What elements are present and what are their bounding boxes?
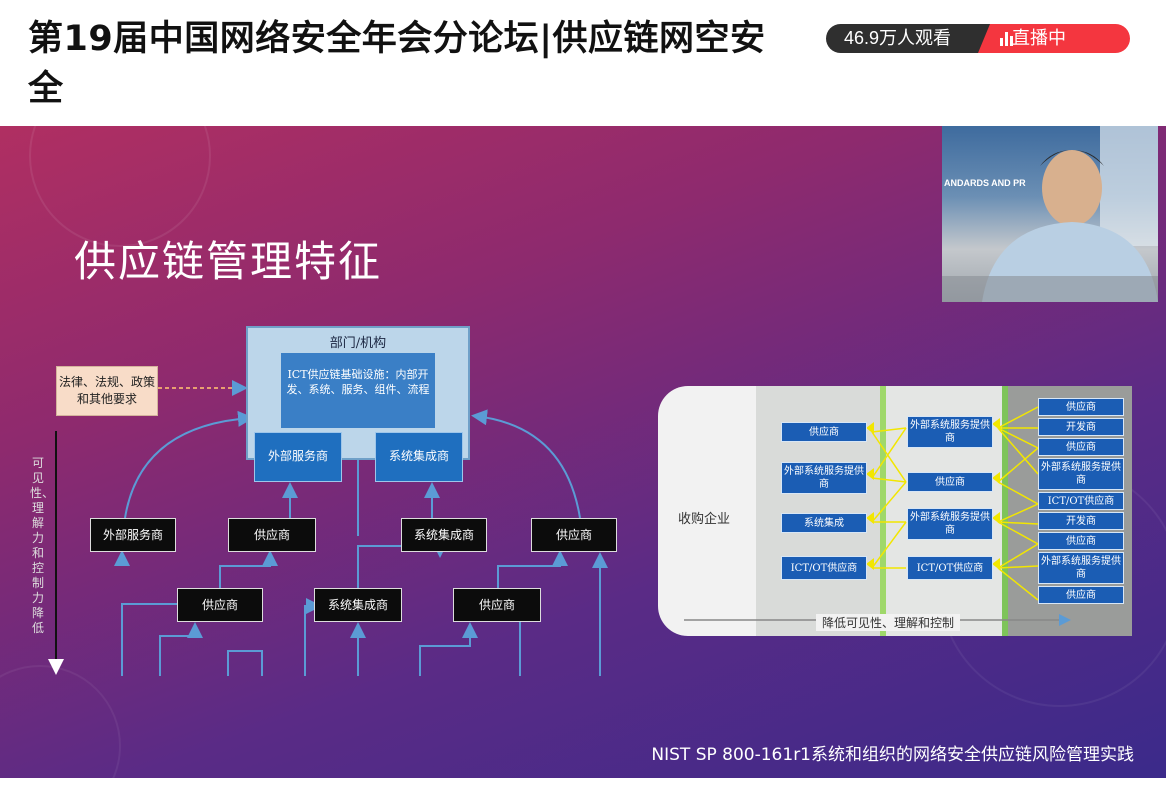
tier2-box-3: 外部系统服务提供商: [907, 508, 993, 540]
tier3-box-1: 供应商: [1038, 398, 1124, 416]
tier3-box-7: 供应商: [1038, 532, 1124, 550]
video-player[interactable]: 供应链管理特征 部门/机构 ICT供应链基础设施：内: [0, 126, 1166, 778]
visibility-side-label: 可见性、理解力和控制力降低: [30, 456, 55, 635]
speaker-figure: [942, 126, 1158, 302]
tier3-box-4: 外部系统服务提供商: [1038, 458, 1124, 490]
right-diagram-links: [684, 406, 1071, 626]
row2-box-3: 供应商: [453, 588, 541, 622]
row1-box-3: 系统集成商: [401, 518, 487, 552]
tier2-box-2: 供应商: [907, 472, 993, 492]
slide-title: 供应链管理特征: [74, 237, 383, 286]
tier3-box-6: 开发商: [1038, 512, 1124, 530]
law-requirements-box: 法律、法规、政策和其他要求: [56, 366, 158, 416]
tier1-box-4: ICT/OT供应商: [781, 556, 867, 580]
mid-box-external-service: 外部服务商: [254, 432, 342, 482]
org-title: 部门/机构: [329, 336, 387, 351]
tier2-box-1: 外部系统服务提供商: [907, 416, 993, 448]
bottom-visibility-label: 降低可见性、理解和控制: [816, 614, 961, 631]
row2-box-1: 供应商: [177, 588, 263, 622]
tier2-box-4: ICT/OT供应商: [907, 556, 993, 580]
row2-box-2: 系统集成商: [314, 588, 402, 622]
tier3-box-9: 供应商: [1038, 586, 1124, 604]
viewer-count: 46.9万人观看: [826, 24, 990, 53]
slide-caption: NIST SP 800-161r1系统和组织的网络安全供应链风险管理实践: [651, 745, 1134, 765]
mid-box-system-integrator: 系统集成商: [375, 432, 463, 482]
tier3-box-2: 开发商: [1038, 418, 1124, 436]
live-signal-icon: [1000, 32, 1014, 46]
tier3-box-5: ICT/OT供应商: [1038, 492, 1124, 510]
tier1-box-2: 外部系统服务提供商: [781, 462, 867, 494]
row1-box-4: 供应商: [531, 518, 617, 552]
live-badge[interactable]: 直播中: [978, 24, 1130, 53]
row1-box-1: 外部服务商: [90, 518, 176, 552]
tier3-box-8: 外部系统服务提供商: [1038, 552, 1124, 584]
stream-header: 第19届中国网络安全年会分论坛|供应链网空安全 46.9万人观看 直播中: [0, 0, 1166, 126]
stream-title: 第19届中国网络安全年会分论坛|供应链网空安全: [28, 19, 766, 109]
speaker-camera: ANDARDS AND PR: [942, 126, 1158, 302]
tier1-box-3: 系统集成: [781, 513, 867, 533]
row1-box-2: 供应商: [228, 518, 316, 552]
tier3-box-3: 供应商: [1038, 438, 1124, 456]
live-label: 直播中: [1012, 28, 1066, 48]
ict-infrastructure-box: ICT供应链基础设施：内部开发、系统、服务、组件、流程: [281, 353, 435, 428]
buyer-label: 收购企业: [678, 512, 731, 527]
camera-backdrop-text: ANDARDS AND PR: [944, 178, 1026, 188]
tier1-box-1: 供应商: [781, 422, 867, 442]
right-diagram: 收购企业 供应商 外部系统服务提供商: [648, 382, 1132, 640]
